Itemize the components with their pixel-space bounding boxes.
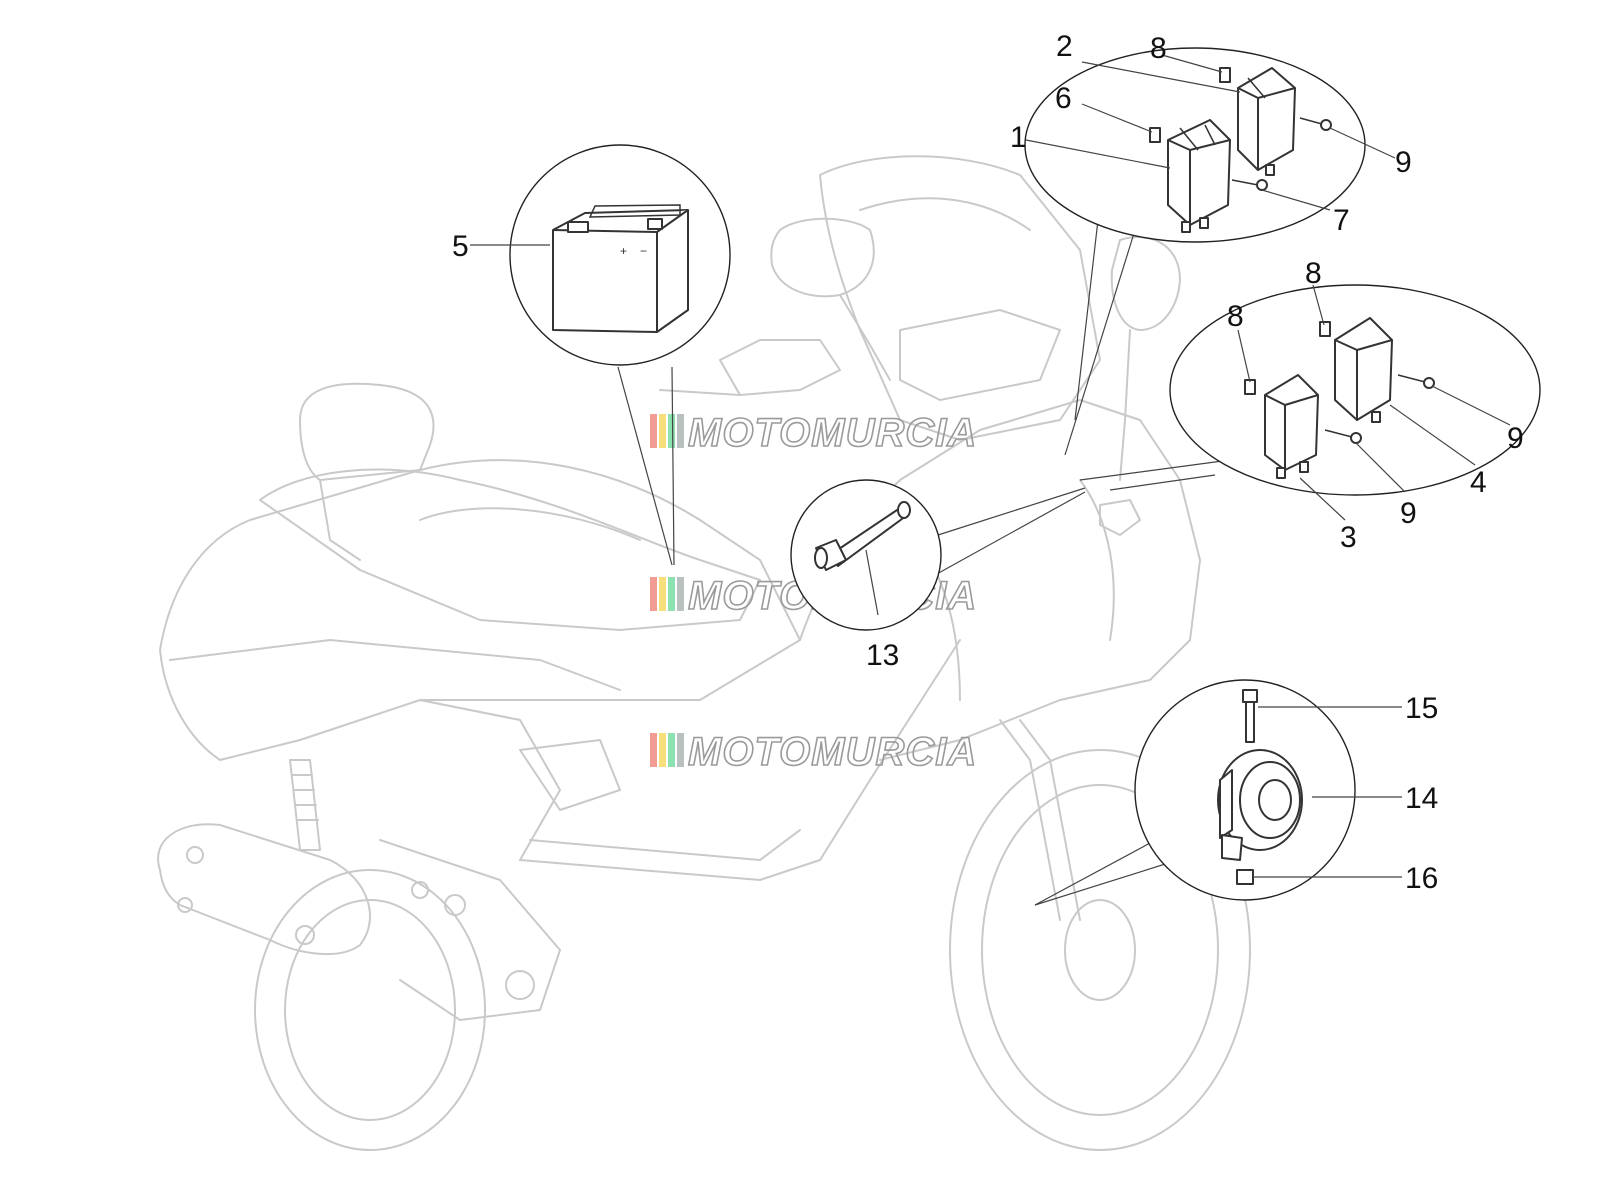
screw-icon <box>1324 429 1362 444</box>
callout-8: 8 <box>1227 300 1244 333</box>
relay-icon <box>1167 119 1231 233</box>
screw-icon <box>1299 117 1332 131</box>
watermark-stripe <box>659 733 666 767</box>
watermark-stripe <box>677 733 684 767</box>
watermark-3: MOTOMURCIA <box>650 729 977 775</box>
scooter-outline <box>157 155 1251 1151</box>
callout-13: 13 <box>866 639 899 672</box>
callout-9: 9 <box>1395 146 1412 179</box>
clip-icon <box>1149 127 1161 143</box>
callout-8: 8 <box>1150 32 1167 65</box>
callout-3: 3 <box>1340 521 1357 554</box>
battery-callout-group: + − 5 <box>452 144 731 566</box>
callout-2: 2 <box>1056 30 1073 63</box>
callout-6: 6 <box>1055 82 1072 115</box>
horn-icon <box>1217 749 1303 851</box>
svg-text:+: + <box>620 244 627 258</box>
relay-icon <box>1264 374 1319 479</box>
svg-text:−: − <box>640 244 647 258</box>
clip-icon <box>1219 67 1231 83</box>
clip-icon <box>1244 379 1256 395</box>
bolt-icon <box>1242 689 1258 743</box>
watermark-text: MOTOMURCIA <box>688 730 977 774</box>
callout-14: 14 <box>1405 782 1438 815</box>
screw-icon <box>1397 374 1435 389</box>
watermark-text: MOTOMURCIA <box>688 411 977 455</box>
watermark-stripe <box>668 733 675 767</box>
clip-icon <box>1319 321 1331 337</box>
watermark-stripe <box>677 414 684 448</box>
relay-bubble-mid-group: 8 8 9 4 9 3 <box>1079 257 1541 554</box>
callout-9: 9 <box>1400 497 1417 530</box>
watermark-stripe <box>650 414 657 448</box>
callout-5: 5 <box>452 230 469 263</box>
callout-1: 1 <box>1010 121 1027 154</box>
callout-8: 8 <box>1305 257 1322 290</box>
battery-icon: + − <box>552 204 689 333</box>
callout-16: 16 <box>1405 862 1438 895</box>
watermark-stripe <box>677 577 684 611</box>
callout-15: 15 <box>1405 692 1438 725</box>
relay-icon <box>1334 317 1393 423</box>
horn-callout-group: 15 14 16 <box>1034 679 1438 906</box>
watermark-stripe <box>668 577 675 611</box>
watermark-stripe <box>659 414 666 448</box>
watermark-stripe <box>668 414 675 448</box>
bolt-icon <box>814 501 911 571</box>
relay-bubble-top-group: 2 8 6 1 7 9 <box>1010 30 1412 456</box>
bolt-bubble <box>790 479 942 631</box>
watermark-stripe <box>659 577 666 611</box>
bolt-callout-group: 13 <box>790 479 1086 672</box>
relay-icon <box>1237 67 1296 176</box>
callout-7: 7 <box>1333 204 1350 237</box>
watermark-stripe <box>650 577 657 611</box>
watermark-1: MOTOMURCIA <box>650 410 977 456</box>
callout-9: 9 <box>1507 422 1524 455</box>
clip-icon <box>1221 834 1254 885</box>
watermark-stripe <box>650 733 657 767</box>
callout-4: 4 <box>1470 466 1487 499</box>
